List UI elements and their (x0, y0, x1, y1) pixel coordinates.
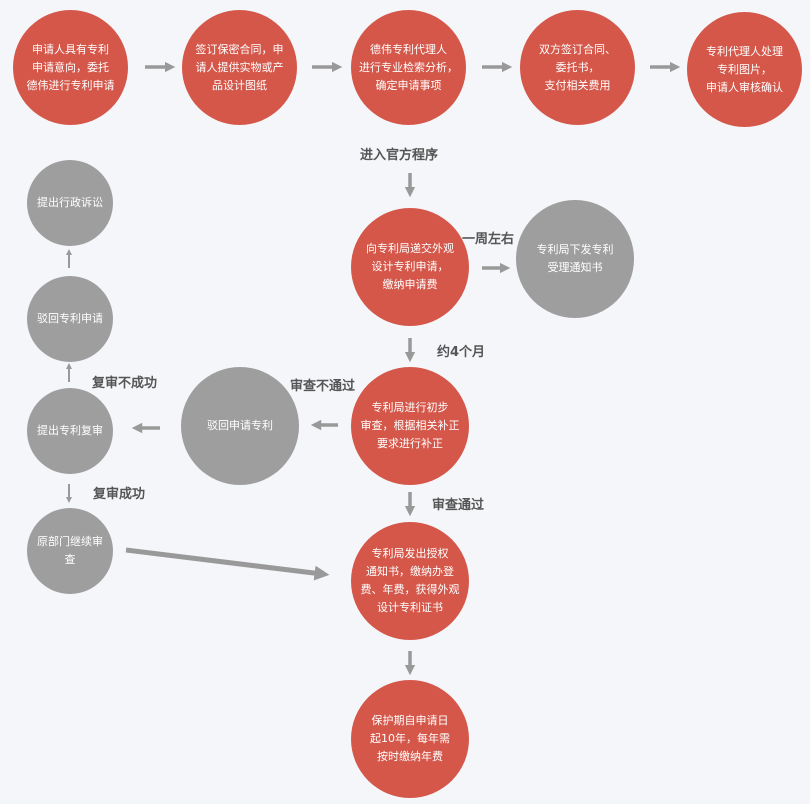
node-sign-confidentiality: 签订保密合同，申 请人提供实物或产 品设计图纸 (182, 10, 297, 125)
label-exam-passed: 审查通过 (432, 498, 485, 513)
arrow-n15-n10 (125, 547, 330, 581)
node-continue-review: 原部门继续审查 (27, 508, 113, 594)
label-review-failed: 复审不成功 (92, 376, 158, 391)
node-reject-patent: 驳回专利申请 (27, 276, 113, 362)
node-protection-period: 保护期自申请日 起10年，每年需 按时缴纳年费 (351, 680, 469, 798)
node-search-analysis: 德伟专利代理人 进行专业检索分析， 确定申请事项 (351, 10, 466, 125)
node-grant-notice: 专利局发出授权 通知书，缴纳办登 费、年费，获得外观 设计专利证书 (351, 522, 469, 640)
node-reject-application: 驳回申请专利 (181, 367, 299, 485)
label-official-procedure: 进入官方程序 (360, 148, 439, 163)
label-about-four-months: 约4个月 (437, 345, 486, 360)
node-acceptance-notice: 专利局下发专利 受理通知书 (516, 200, 634, 318)
label-review-success: 复审成功 (93, 487, 146, 502)
node-entrust-application: 申请人具有专利 申请意向，委托 德伟进行专利申请 (13, 10, 128, 125)
node-request-review: 提出专利复审 (27, 388, 113, 474)
node-administrative-litigation: 提出行政诉讼 (27, 160, 113, 246)
label-about-one-week: 一周左右 (462, 232, 515, 247)
node-preliminary-exam: 专利局进行初步 审查，根据相关补正 要求进行补正 (351, 367, 469, 485)
node-process-images: 专利代理人处理 专利图片， 申请人审核确认 (687, 12, 802, 127)
label-exam-failed: 审查不通过 (290, 379, 356, 394)
node-submit-application: 向专利局递交外观 设计专利申请， 缴纳申请费 (351, 208, 469, 326)
node-sign-contract: 双方签订合同、 委托书， 支付相关费用 (520, 10, 635, 125)
